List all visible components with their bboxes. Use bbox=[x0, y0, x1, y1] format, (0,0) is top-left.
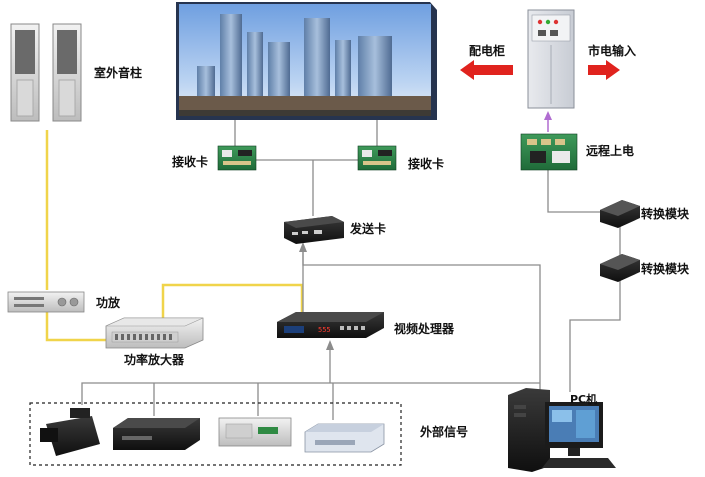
label-converter-module-2: 转换模块 bbox=[641, 262, 690, 276]
arrow-up-icon bbox=[544, 111, 552, 120]
arrow-up-icon bbox=[299, 242, 307, 252]
led-screen bbox=[176, 2, 437, 120]
label-mains-input: 市电输入 bbox=[588, 44, 637, 58]
pc-workstation bbox=[508, 388, 616, 472]
converter-module-2 bbox=[600, 254, 640, 282]
audio-line-amp-to-power-amp bbox=[45, 300, 112, 342]
label-outdoor-speaker: 室外音柱 bbox=[94, 66, 143, 80]
line-ext-to-processor-bus bbox=[81, 382, 540, 405]
label-converter-module-1: 转换模块 bbox=[641, 207, 690, 221]
remote-power-arrow bbox=[544, 111, 552, 132]
converter-module-1 bbox=[600, 200, 640, 228]
label-distribution-cabinet: 配电柜 bbox=[469, 44, 506, 58]
line-converter-to-remote-power bbox=[547, 170, 607, 213]
media-player bbox=[218, 417, 292, 447]
video-processor-unit: 555 bbox=[277, 312, 384, 338]
arrow-left-icon bbox=[460, 60, 513, 80]
signal-arrows bbox=[299, 242, 334, 383]
video-camera bbox=[40, 408, 100, 456]
signal-lines bbox=[81, 120, 621, 420]
label-video-processor: 视频处理器 bbox=[394, 322, 455, 336]
amplifier-unit bbox=[7, 291, 85, 313]
power-amplifier-unit bbox=[105, 317, 204, 349]
external-signal-group bbox=[29, 402, 402, 466]
distribution-cabinet bbox=[527, 9, 575, 109]
receiver-card-left bbox=[217, 145, 257, 171]
arrow-up-icon bbox=[326, 340, 334, 350]
arrow-right-icon bbox=[588, 60, 620, 80]
audio-line-power-amp-to-processor bbox=[161, 283, 304, 322]
label-power-amplifier: 功率放大器 bbox=[124, 353, 185, 367]
dvr-unit bbox=[113, 418, 200, 450]
label-external-signal: 外部信号 bbox=[420, 425, 469, 439]
label-amplifier: 功放 bbox=[96, 296, 121, 310]
label-sender-card: 发送卡 bbox=[350, 222, 387, 236]
dvd-player bbox=[304, 423, 385, 453]
outdoor-speaker-columns bbox=[10, 23, 82, 122]
line-pc-to-converter bbox=[569, 280, 621, 392]
svg-text:555: 555 bbox=[318, 326, 331, 334]
label-pc: PC机 bbox=[570, 393, 598, 406]
receiver-card-right bbox=[357, 145, 397, 171]
label-receiver-card-left: 接收卡 bbox=[172, 155, 209, 169]
label-remote-power: 远程上电 bbox=[586, 144, 635, 158]
audio-lines bbox=[45, 130, 304, 342]
remote-power-board bbox=[520, 133, 578, 171]
power-arrows bbox=[460, 60, 620, 80]
sender-card bbox=[284, 216, 344, 244]
label-receiver-card-right: 接收卡 bbox=[408, 157, 445, 171]
